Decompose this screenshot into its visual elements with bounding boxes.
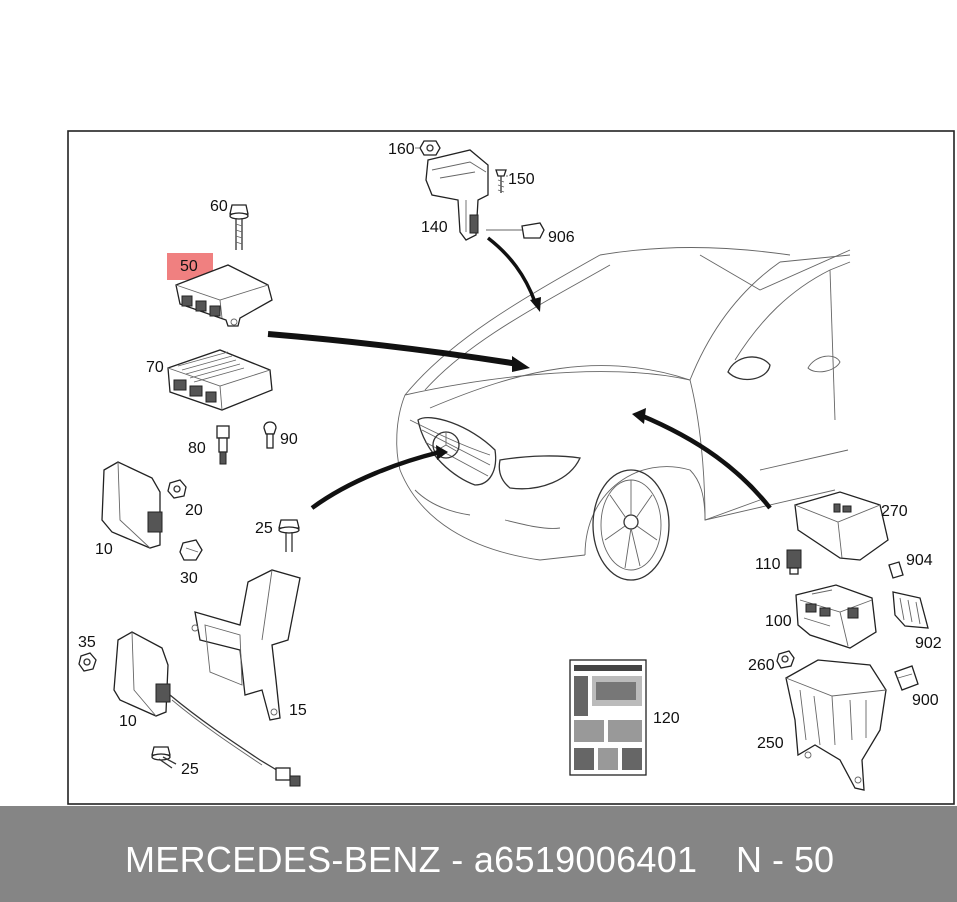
label-70: 70: [146, 359, 164, 376]
part-20-nut: [167, 479, 187, 499]
label-50: 50: [180, 258, 198, 275]
caption-brand-part-number: MERCEDES-BENZ - a6519006401: [125, 839, 698, 880]
parts-diagram: 160 150 140 906 60 50 70 80 90 20 10 30 …: [67, 130, 955, 805]
part-250-housing: [785, 659, 887, 791]
part-10b-sensor: [113, 631, 301, 787]
label-260: 260: [748, 657, 775, 674]
part-35-nut: [78, 652, 97, 672]
label-900: 900: [912, 692, 939, 709]
label-140: 140: [421, 219, 448, 236]
label-35: 35: [78, 634, 96, 651]
diagram-frame: [67, 130, 955, 805]
part-50-control-unit: [175, 264, 273, 327]
part-110-relay: [786, 549, 802, 575]
label-150: 150: [508, 171, 535, 188]
part-90-pin: [263, 421, 277, 449]
label-250: 250: [757, 735, 784, 752]
part-260-nut: [776, 650, 795, 669]
label-15: 15: [289, 702, 307, 719]
caption-bar: MERCEDES-BENZ - a6519006401 N - 50: [0, 806, 957, 902]
part-900-label: [894, 665, 919, 691]
label-270: 270: [881, 503, 908, 520]
part-15-bracket: [191, 569, 301, 721]
caption-position-number: N - 50: [736, 839, 835, 880]
label-25a: 25: [255, 520, 273, 537]
label-25b: 25: [181, 761, 199, 778]
part-904-fuse: [888, 561, 904, 579]
part-30-clip: [179, 539, 203, 561]
label-110: 110: [755, 556, 781, 573]
part-902-fuse-block: [892, 591, 929, 629]
part-25b-bolt: [151, 746, 177, 769]
pointer-arrows: [267, 236, 772, 510]
label-20: 20: [185, 502, 203, 519]
part-labels: 160 150 140 906 60 50 70 80 90 20 10 30 …: [78, 141, 942, 778]
part-10a-sensor: [101, 461, 163, 549]
label-80: 80: [188, 440, 206, 457]
part-80-sensor: [216, 425, 230, 465]
label-60: 60: [210, 198, 228, 215]
part-270-cover: [794, 491, 889, 561]
label-904: 904: [906, 552, 933, 569]
part-70-ecu: [167, 349, 273, 411]
label-120: 120: [653, 710, 680, 727]
part-120-label-sheet: [569, 659, 647, 776]
label-30: 30: [180, 570, 198, 587]
part-25a-bolt: [278, 519, 300, 552]
label-10b: 10: [119, 713, 137, 730]
part-60-bolt: [229, 204, 249, 250]
label-10a: 10: [95, 541, 113, 558]
label-902: 902: [915, 635, 942, 652]
part-140-cluster: [419, 140, 545, 241]
leader-lines: [415, 147, 508, 177]
label-906: 906: [548, 229, 575, 246]
label-160: 160: [388, 141, 415, 158]
part-100-fuse-carrier: [795, 584, 877, 649]
vehicle-outline: [396, 247, 851, 581]
label-90: 90: [280, 431, 298, 448]
label-100: 100: [765, 613, 792, 630]
